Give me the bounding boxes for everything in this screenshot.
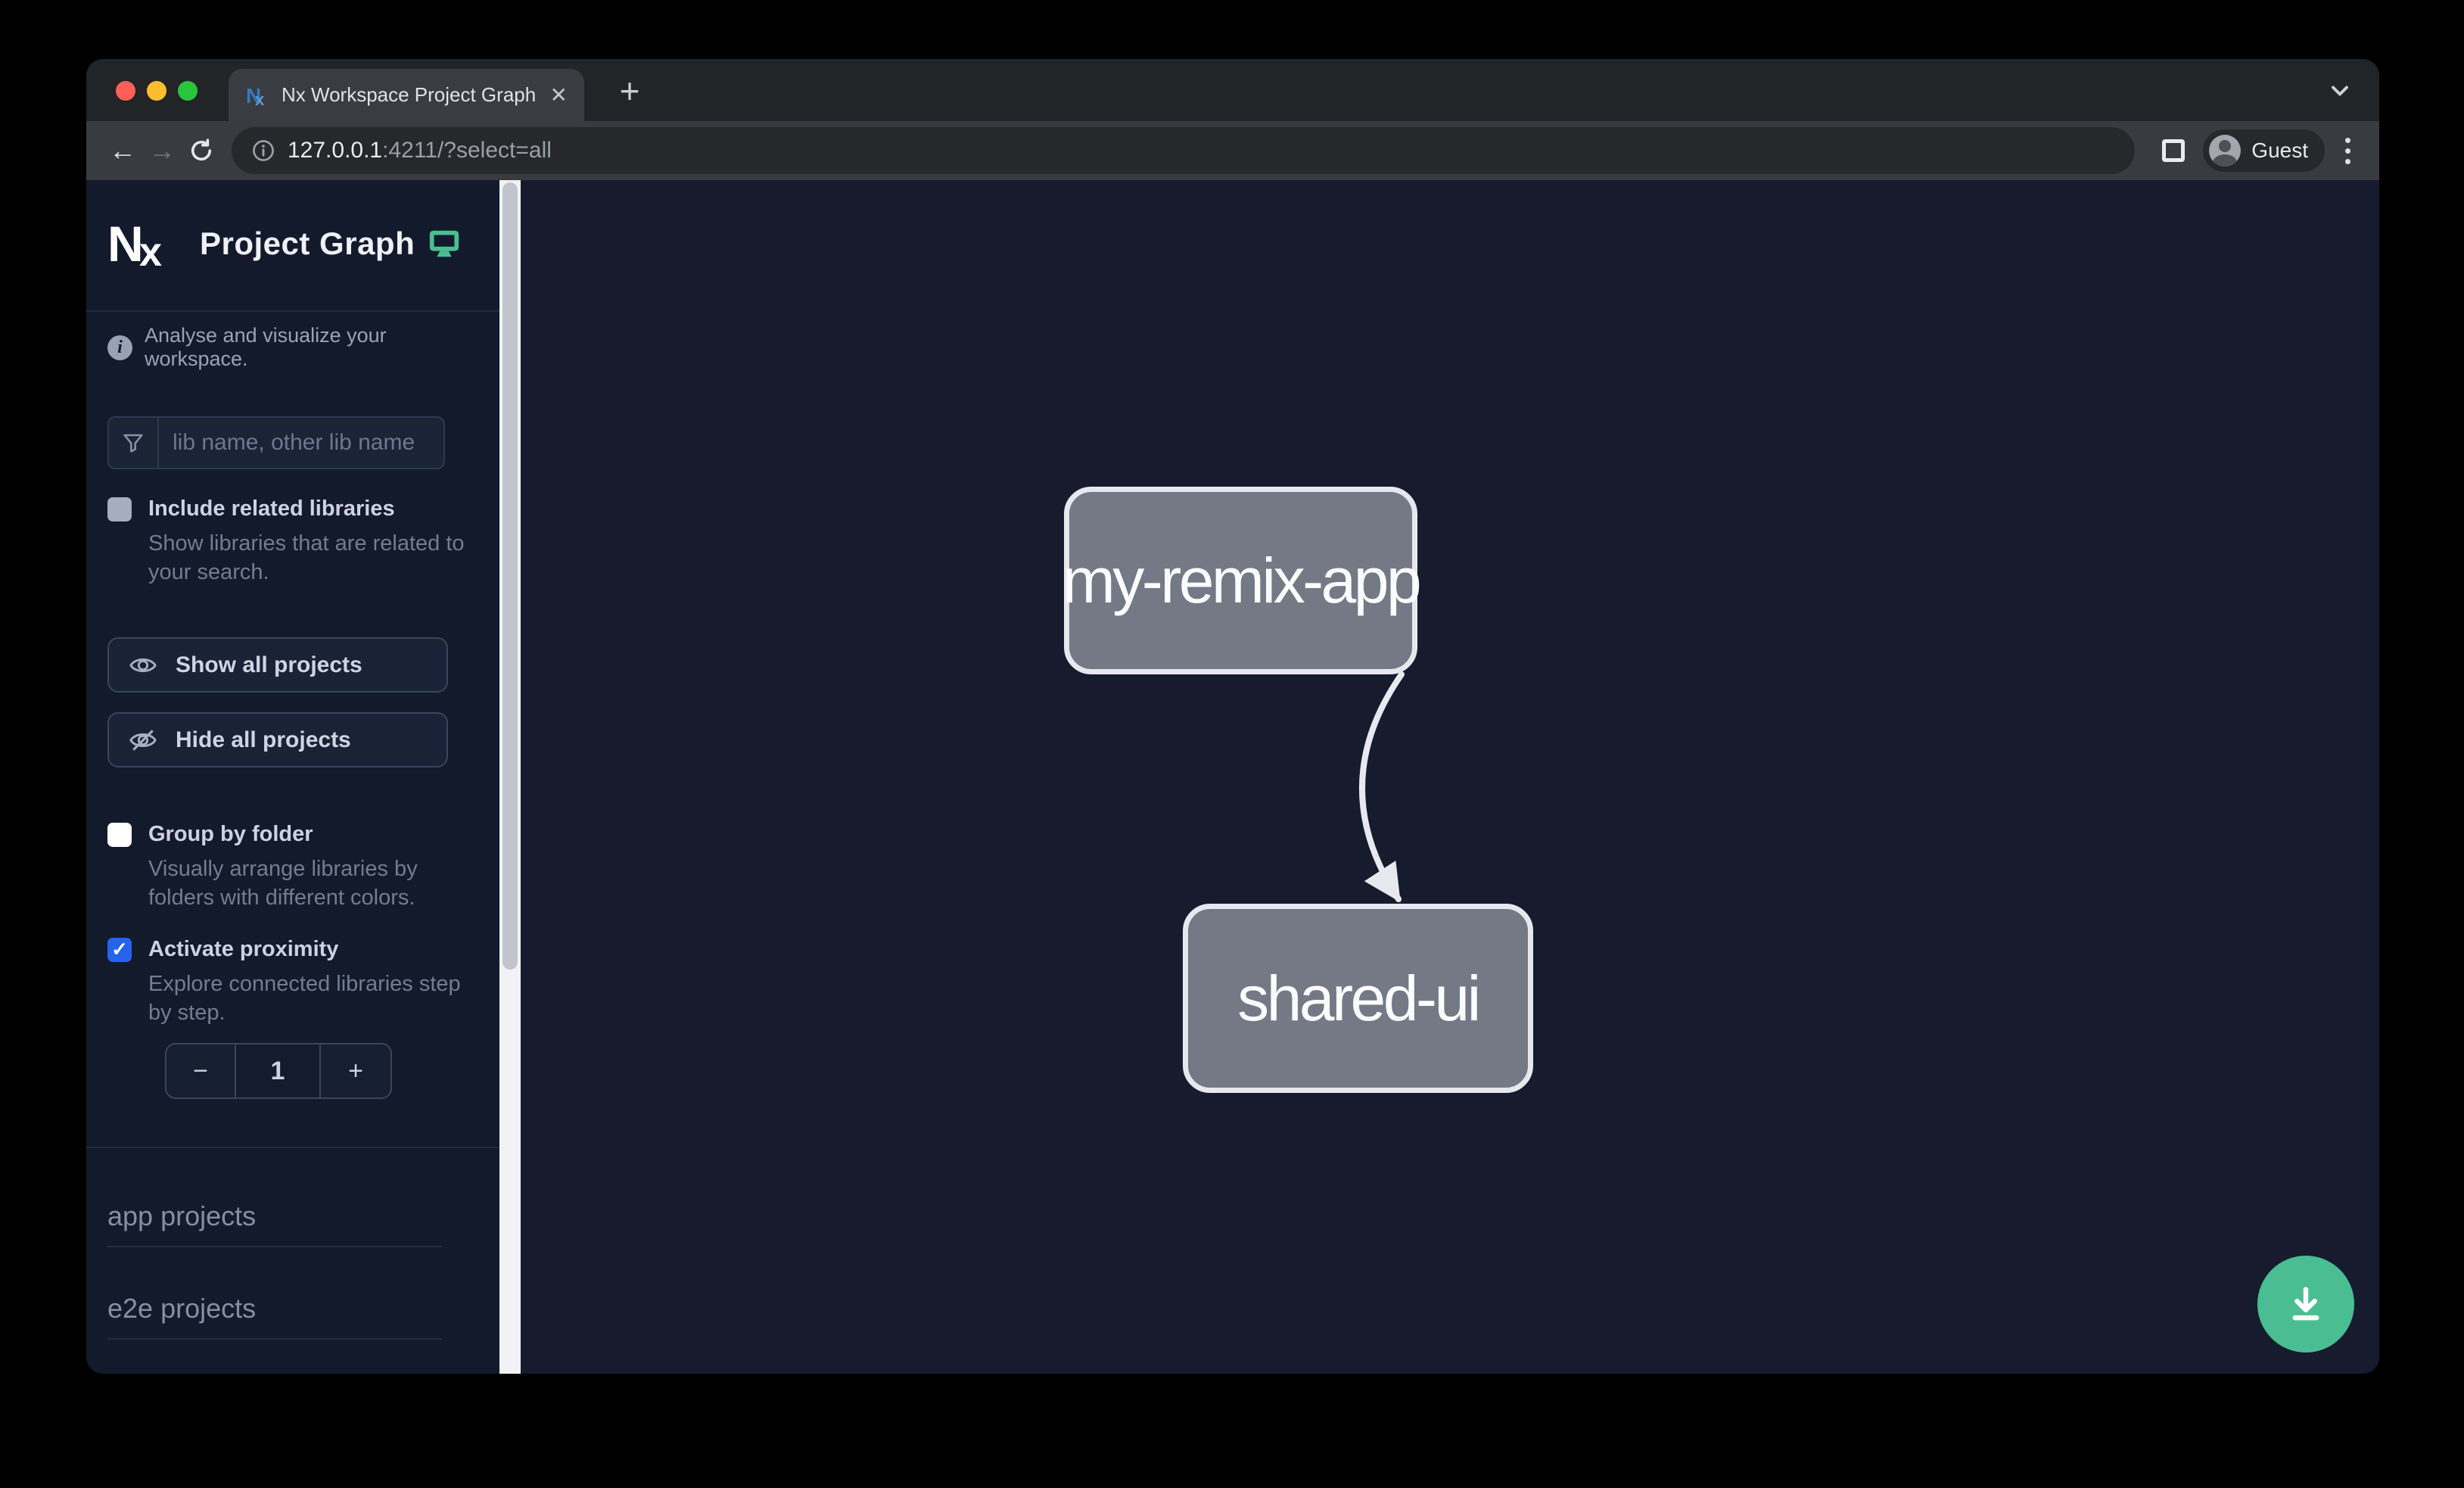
option-group-by-folder: Group by folder Visually arrange librari… [107, 822, 486, 913]
sidebar: N x Project Graph i Analyse and visualiz… [86, 180, 499, 1374]
forward-button[interactable]: → [148, 135, 176, 166]
profile-chip[interactable]: Guest [2203, 129, 2325, 172]
hide-all-projects-button[interactable]: Hide all projects [107, 712, 448, 767]
tab-close-icon[interactable]: ✕ [549, 82, 568, 107]
activate-proximity-label: Activate proximity [148, 937, 339, 961]
proximity-stepper: − 1 + [165, 1043, 392, 1099]
proximity-value: 1 [235, 1044, 321, 1097]
include-related-checkbox[interactable] [107, 497, 132, 521]
section-e2e-projects[interactable]: e2e projects [107, 1293, 442, 1340]
group-by-folder-description: Visually arrange libraries by folders wi… [148, 857, 418, 911]
tab-search-chevron-icon[interactable] [2326, 77, 2354, 104]
browser-toolbar: ← → 127.0.0.1:4211/?select=all Guest [86, 121, 2379, 180]
traffic-lights [116, 81, 198, 101]
hide-all-projects-label: Hide all projects [176, 727, 351, 752]
scrollbar-thumb[interactable] [502, 182, 518, 970]
option-activate-proximity: ✓ Activate proximity Explore connected l… [107, 937, 486, 1028]
group-by-folder-label: Group by folder [148, 822, 313, 846]
sidebar-scrollbar[interactable] [499, 180, 521, 1374]
svg-text:N: N [107, 217, 144, 270]
search-input[interactable] [159, 418, 443, 468]
option-include-related: Include related libraries Show libraries… [107, 497, 486, 587]
info-icon: i [107, 335, 132, 360]
back-button[interactable]: ← [109, 135, 136, 166]
avatar [2209, 135, 2242, 167]
filter-icon [109, 418, 159, 468]
app-title: Project Graph [200, 226, 415, 261]
url-host: 127.0.0.1 [288, 138, 383, 163]
section-label: e2e projects [107, 1293, 257, 1324]
reload-button[interactable] [182, 131, 221, 170]
graph-node-my-remix-app[interactable]: my-remix-app [1062, 487, 1422, 674]
tagline-text: Analyse and visualize your workspace. [145, 324, 387, 370]
minimize-window-button[interactable] [147, 81, 166, 101]
nx-logo: N x [107, 217, 162, 270]
divider [86, 310, 499, 312]
tab-title: Nx Workspace Project Graph [282, 83, 537, 106]
nx-favicon-icon: N x [246, 84, 265, 107]
proximity-increment-button[interactable]: + [348, 1056, 363, 1085]
side-panel-icon[interactable] [2162, 139, 2186, 162]
svg-text:x: x [139, 229, 162, 270]
tab-strip: N x Nx Workspace Project Graph ✕ + [86, 59, 2379, 121]
svg-text:x: x [255, 90, 265, 107]
graph-node-shared-ui[interactable]: shared-ui [1183, 904, 1533, 1093]
close-window-button[interactable] [116, 81, 135, 101]
eye-icon [129, 658, 157, 672]
divider [86, 1147, 499, 1148]
section-label: app projects [107, 1200, 257, 1231]
browser-tab[interactable]: N x Nx Workspace Project Graph ✕ [229, 69, 584, 121]
proximity-decrement-button[interactable]: − [193, 1056, 208, 1085]
site-info-icon[interactable] [251, 139, 275, 163]
section-app-projects[interactable]: app projects [107, 1200, 442, 1247]
show-all-projects-button[interactable]: Show all projects [107, 637, 448, 693]
url-path: :4211/?select=all [382, 138, 552, 163]
tagline-row: i Analyse and visualize your workspace. [107, 324, 486, 371]
sidebar-brand: N x Project Graph [107, 213, 478, 274]
search-box [107, 416, 445, 469]
browser-window: N x Nx Workspace Project Graph ✕ + ← → [86, 59, 2379, 1374]
eye-off-icon [129, 729, 157, 751]
address-bar[interactable]: 127.0.0.1:4211/?select=all [232, 127, 2136, 174]
download-icon [2292, 1287, 2319, 1321]
app-content: N x Project Graph i Analyse and visualiz… [86, 180, 2379, 1374]
show-all-projects-label: Show all projects [176, 652, 362, 677]
checkmark-icon: ✓ [111, 938, 128, 960]
url-text: 127.0.0.1:4211/?select=all [288, 138, 552, 163]
theme-monitor-icon[interactable] [427, 226, 462, 261]
browser-menu-icon[interactable] [2332, 131, 2363, 170]
new-tab-button[interactable]: + [619, 71, 640, 111]
include-related-label: Include related libraries [148, 497, 395, 521]
profile-name: Guest [2251, 139, 2308, 162]
group-by-folder-checkbox[interactable] [107, 822, 132, 847]
activate-proximity-description: Explore connected libraries step by step… [148, 972, 461, 1026]
download-graph-button[interactable] [2257, 1256, 2354, 1353]
svg-text:N: N [246, 84, 261, 107]
zoom-window-button[interactable] [178, 81, 198, 101]
dependency-edge [1359, 671, 1405, 903]
project-graph-canvas[interactable]: my-remix-app shared-ui [521, 180, 2379, 1374]
activate-proximity-checkbox[interactable]: ✓ [107, 937, 132, 962]
include-related-description: Show libraries that are related to your … [148, 531, 465, 585]
